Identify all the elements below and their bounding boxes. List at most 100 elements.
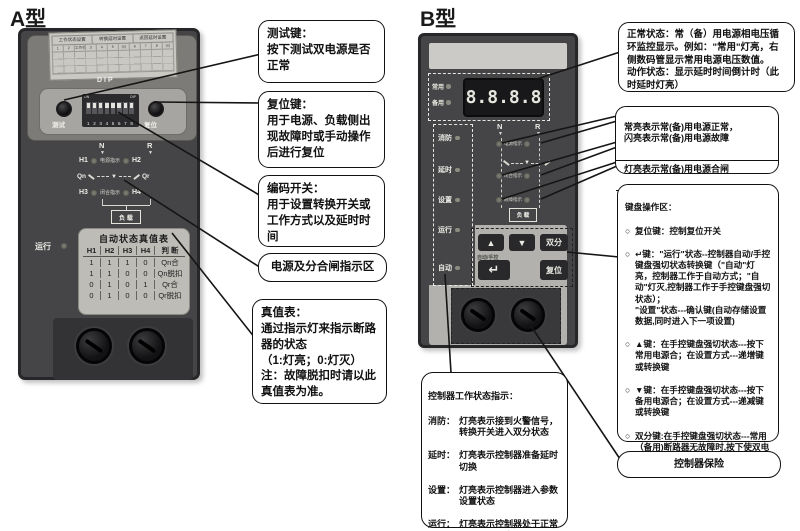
normal-source-led-row: 常用: [432, 82, 451, 91]
down-button[interactable]: ▼: [509, 234, 535, 251]
keyboard-zone-title: 键盘操作区：: [625, 202, 677, 213]
callout-display-status: 正常状态：常（备）用电源相电压循环监控显示。例如："常用"灯亮，右侧数码管显示常…: [618, 22, 795, 92]
work-status-item: 消防： 灯亮表示接到火警信号，转换开关进入双分状态: [428, 415, 559, 438]
callout-test-key: 测试键： 按下测试双电源是否正常: [258, 20, 385, 83]
status-led-column: 消防 延时 设置 运行 自动: [433, 124, 473, 286]
callout-truth-table: 真值表： 通过指示灯来指示断路器的状态 （1:灯亮；0:灯灭） 注：故障脱扣时请…: [252, 299, 387, 404]
enter-button[interactable]: ↵: [478, 260, 510, 280]
bullet-icon: ○: [625, 248, 631, 259]
r-arrow-icon: ▼: [148, 150, 153, 156]
bullet-icon: ○: [625, 384, 631, 395]
h1-led: [90, 157, 97, 164]
work-status-item: 延时： 灯亮表示控制器准备延时切换: [428, 450, 559, 472]
test-button[interactable]: [56, 101, 72, 117]
callout-led-meanings: 常亮表示常(备)用电源正常， 闪亮表示常(备)用电源故障 灯亮表示常(备)用电源…: [615, 106, 779, 216]
dip-on-label: ON: [84, 95, 90, 99]
transfer-switch-row: Qn ▼ Qr: [77, 173, 150, 180]
type-b-title: B型: [420, 8, 457, 31]
r-phase-label-b: R: [535, 122, 541, 131]
transfer-arrow-icon: ▼: [111, 173, 117, 180]
callout-indicator-zone: 电源及分合闸指示区: [258, 253, 387, 282]
dual-split-button[interactable]: 双分: [540, 234, 568, 251]
status-led-auto: 自动: [438, 263, 460, 273]
backup-led: [446, 100, 451, 105]
run-label: 运行: [35, 242, 51, 251]
run-led: [61, 243, 67, 249]
keyboard-item: ○ ↵键："运行"状态--控制器自动/手控键盘强切状态转换键（"自动"灯亮，控制…: [625, 248, 771, 326]
fuse-zone-b: [451, 288, 561, 344]
keyboard-item: ○ 复位键：控制复位开关: [625, 225, 721, 236]
bullet-icon: ○: [625, 430, 631, 441]
close-led-n: [496, 173, 502, 179]
device-b: 常用 备用 8.8.8.8 消防 延时 设置 运行 自动: [418, 33, 578, 348]
fault-led-r: [524, 197, 530, 203]
fuse-band: [53, 318, 193, 380]
fault-led-n: [496, 197, 502, 203]
truth-table-header: H1 H2 H3 H4 判 断: [83, 245, 185, 257]
work-status-title: 控制器工作状态指示：: [428, 390, 519, 401]
dip-caption: DIP: [97, 77, 115, 84]
h3-led: [90, 189, 97, 196]
normal-led: [446, 84, 451, 89]
status-led-run: 运行: [438, 225, 460, 235]
run-led-b: [455, 227, 460, 233]
transfer-switch-row-b: ▼: [503, 160, 551, 166]
fault-indicator-row-b: 故障指示: [496, 197, 530, 203]
reset-button[interactable]: [148, 101, 164, 117]
close-indicator-row-b: 闭合指示: [496, 173, 530, 179]
bullet-icon: ○: [625, 225, 631, 236]
backup-source-led-row: 备用: [432, 98, 451, 107]
delay-led: [455, 167, 460, 173]
dip-sliders[interactable]: [86, 102, 134, 114]
up-button[interactable]: ▲: [478, 234, 504, 251]
r-phase-label: R: [147, 141, 153, 150]
bullet-icon: ○: [625, 339, 631, 350]
callout-keyboard-zone: 键盘操作区： ○ 复位键：控制复位开关 ○ ↵键："运行"状态--控制器自动/手…: [617, 184, 779, 463]
callout-controller-fuse: 控制器保险: [617, 451, 781, 478]
power-led-n: [496, 141, 502, 147]
status-led-delay: 延时: [438, 165, 460, 175]
n-phase-label: N: [99, 141, 105, 150]
power-led-r: [524, 141, 530, 147]
load-label-box-b: 负 载: [509, 208, 537, 222]
fuse-right: [129, 328, 165, 364]
fuse-left-b: [461, 298, 495, 332]
n-arrow-icon: ▼: [100, 150, 105, 156]
keyboard-item: ○ ▲键：在手控键盘强切状态---按下常用电源合；在设置方式---递增键或转换键: [625, 339, 764, 372]
keyboard-item: ○ ▼键：在手控键盘强切状态---按下备用电源合；在设置方式---递减键或转换键: [625, 384, 764, 418]
dip-dip-label: DIP: [130, 95, 136, 99]
truth-table-title: 自动状态真值表: [98, 234, 169, 244]
h2-led: [122, 157, 129, 164]
load-label-box: 负 载: [111, 210, 141, 224]
work-status-item: 运行： 灯亮表示控制器处于正常电源监控状态: [428, 519, 559, 531]
keypad-zone: ▲ ▼ 双分 自动/手控 ↵ 复位: [471, 228, 573, 287]
h4-led: [122, 189, 129, 196]
settings-table-grid: [51, 49, 175, 75]
status-led-fire: 消防: [438, 133, 460, 143]
n-arrow-icon-b: ▼: [498, 131, 503, 137]
callout-close-led-meaning: 灯亮表示常(备)用电源合闸: [616, 159, 778, 179]
auto-led: [455, 265, 460, 271]
fuse-right-b: [511, 298, 545, 332]
close-indicator-row: H3 闭合指示 H4: [79, 189, 141, 196]
device-b-top-strip: [429, 43, 567, 69]
reset-button-b[interactable]: 复位: [540, 260, 568, 280]
power-indicator-row-b: 电源指示: [496, 141, 530, 147]
callout-power-led-meaning: 常亮表示常(备)用电源正常， 闪亮表示常(备)用电源故障: [624, 121, 738, 144]
type-a-title: A型: [10, 8, 47, 31]
n-phase-label-b: N: [497, 122, 503, 131]
test-button-label: 测试: [52, 122, 65, 129]
fuse-left: [76, 328, 112, 364]
setting-led: [455, 197, 460, 203]
fire-led: [455, 135, 460, 141]
status-led-setting: 设置: [438, 195, 460, 205]
